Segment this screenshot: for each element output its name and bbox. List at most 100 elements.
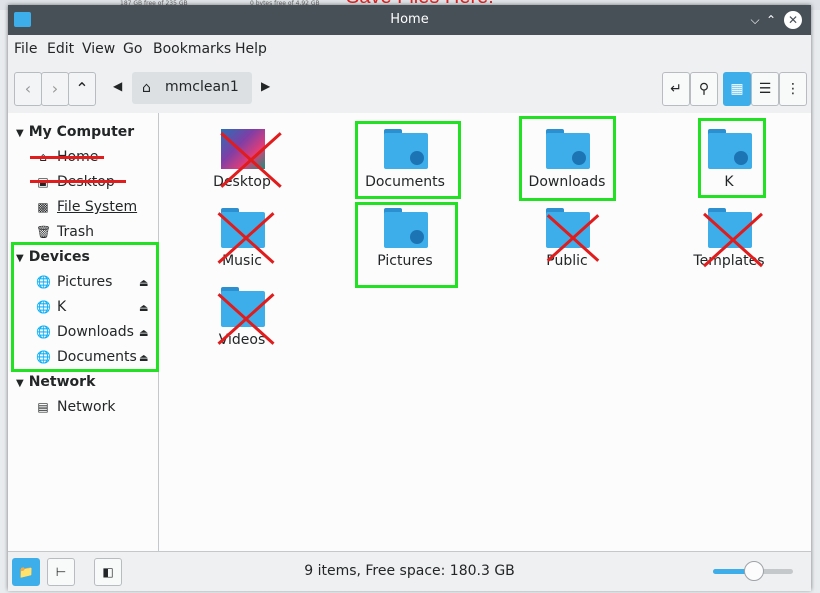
maximize-icon[interactable]: ⌃ [765, 13, 777, 27]
up-button[interactable]: ⌃ [68, 72, 96, 106]
icon-view-icon: ▦ [730, 81, 744, 97]
places-panel-toggle-button[interactable]: 📁 [12, 558, 40, 586]
sidebar-item-label: K [57, 299, 67, 315]
collapse-triangle-icon: ▼ [16, 378, 24, 389]
details-view-button[interactable]: ⋮ [779, 72, 807, 106]
sidebar-item-home[interactable]: ⌂Home [36, 149, 98, 169]
forward-arrow-icon: › [51, 79, 59, 98]
folders-panel-toggle-button[interactable]: ⊢ [47, 558, 75, 586]
collapse-triangle-icon: ▼ [16, 128, 24, 139]
terminal-icon: ↵ [670, 81, 682, 97]
compact-view-button[interactable]: ☰ [751, 72, 779, 106]
file-label: K [724, 174, 734, 190]
file-item-documents[interactable]: Documents [360, 117, 450, 197]
sidebar-item-label: Downloads [57, 324, 134, 340]
overlay-annotation-text: Save Files Here! [346, 0, 494, 9]
trash-icon: 🗑 [36, 225, 52, 239]
zoom-slider[interactable] [713, 561, 793, 581]
sidebar-item-label: File System [57, 199, 138, 215]
back-button[interactable]: ‹ [14, 72, 42, 106]
compact-view-icon: ☰ [758, 81, 772, 97]
folder-icon [708, 129, 752, 169]
sidebar-item-network[interactable]: ▤Network [36, 399, 115, 419]
file-view[interactable]: Desktop Documents Downloads K Music Pict… [159, 113, 811, 551]
back-arrow-icon: ‹ [24, 79, 32, 98]
pictures-highlight-annotation [355, 202, 458, 288]
icon-view-button[interactable]: ▦ [723, 72, 751, 106]
details-view-icon: ⋮ [786, 81, 800, 97]
file-label: Documents [365, 174, 445, 190]
sidebar-item-pictures[interactable]: 🌐Pictures [36, 274, 112, 294]
minimize-icon[interactable]: ⌵ [750, 13, 760, 27]
breadcrumb-current: mmclean1 [165, 79, 239, 95]
sidebar-item-k[interactable]: 🌐K [36, 299, 66, 319]
folder-app-icon [14, 12, 31, 27]
sidebar-item-trash[interactable]: 🗑 Trash [36, 224, 94, 244]
section-title: My Computer [28, 124, 135, 140]
section-devices[interactable]: ▼ Devices [16, 249, 90, 265]
collapse-triangle-icon: ▼ [16, 253, 24, 264]
folder-documents-icon [384, 129, 428, 169]
open-terminal-button[interactable]: ↵ [662, 72, 690, 106]
section-title: Devices [28, 249, 90, 265]
network-drive-icon: 🌐 [36, 300, 51, 314]
background-free-space-right: 0 bytes free of 4.92 GB [250, 0, 320, 7]
folder-downloads-icon [546, 129, 590, 169]
home-icon: ⌂ [142, 80, 151, 96]
network-drive-icon: 🌐 [36, 325, 51, 339]
eject-icon[interactable]: ⏏ [139, 353, 149, 364]
sidebar-item-file-system[interactable]: ▩File System [36, 199, 137, 219]
zoom-slider-handle[interactable] [744, 561, 764, 581]
menu-view[interactable]: View [82, 41, 116, 57]
desktop-cross-annotation [211, 131, 291, 189]
background-free-space-left: 187 GB free of 235 GB [120, 0, 188, 7]
strike-home-annotation [30, 156, 104, 159]
eject-icon[interactable]: ⏏ [139, 278, 149, 289]
sidebar-toggle-button[interactable]: ◧ [94, 558, 122, 586]
videos-cross-annotation [209, 288, 283, 350]
zoom-slider-fill [713, 569, 753, 574]
menu-bar: File Edit View Go Bookmarks Help [8, 35, 811, 63]
network-icon: ▤ [37, 400, 49, 414]
sidebar-item-label: Pictures [57, 274, 113, 290]
status-bar: 📁 ⊢ ◧ 9 items, Free space: 180.3 GB [8, 551, 811, 591]
places-panel: ▼ My Computer ⌂Home ▣Desktop ▩File System… [8, 113, 159, 551]
file-label: Downloads [528, 174, 606, 190]
title-bar[interactable]: Home ⌵ ⌃ ✕ [8, 5, 811, 35]
section-network[interactable]: ▼ Network [16, 374, 95, 390]
file-item-k[interactable]: K [684, 117, 774, 197]
folder-pictures-icon [384, 208, 428, 248]
file-manager-window: Home ⌵ ⌃ ✕ File Edit View Go Bookmarks H… [8, 5, 811, 591]
sidebar-item-label: Trash [57, 224, 94, 240]
close-icon[interactable]: ✕ [784, 11, 802, 29]
sidebar-item-downloads[interactable]: 🌐 Downloads [36, 324, 134, 344]
sidebar-icon: ◧ [102, 565, 114, 579]
menu-help[interactable]: Help [235, 41, 267, 57]
k-highlight-annotation [698, 118, 766, 198]
file-label: Pictures [377, 253, 433, 269]
section-my-computer[interactable]: ▼ My Computer [16, 124, 134, 140]
tree-icon: ⊢ [55, 565, 67, 579]
breadcrumb-right-arrow-icon[interactable]: ▶ [261, 79, 271, 93]
eject-icon[interactable]: ⏏ [139, 328, 149, 339]
downloads-highlight-annotation [519, 116, 616, 201]
up-arrow-icon: ⌃ [75, 79, 89, 98]
breadcrumb-left-arrow-icon[interactable]: ◀ [113, 79, 123, 93]
music-cross-annotation [209, 208, 283, 268]
file-item-pictures[interactable]: Pictures [360, 196, 450, 276]
menu-bookmarks[interactable]: Bookmarks [153, 41, 232, 57]
eject-icon[interactable]: ⏏ [139, 303, 149, 314]
forward-button[interactable]: › [41, 72, 69, 106]
sidebar-item-desktop[interactable]: ▣Desktop [36, 174, 114, 194]
search-button[interactable]: ⚲ [690, 72, 718, 106]
menu-go[interactable]: Go [123, 41, 143, 57]
file-item-downloads[interactable]: Downloads [522, 117, 612, 197]
strike-desktop-annotation [30, 180, 126, 183]
menu-edit[interactable]: Edit [47, 41, 75, 57]
menu-file[interactable]: File [14, 41, 38, 57]
documents-highlight-annotation [355, 121, 461, 199]
folder-icon: 📁 [18, 565, 34, 579]
sidebar-item-documents[interactable]: 🌐Documents [36, 349, 137, 369]
section-title: Network [28, 374, 96, 390]
breadcrumb[interactable]: ⌂ mmclean1 [132, 72, 252, 104]
